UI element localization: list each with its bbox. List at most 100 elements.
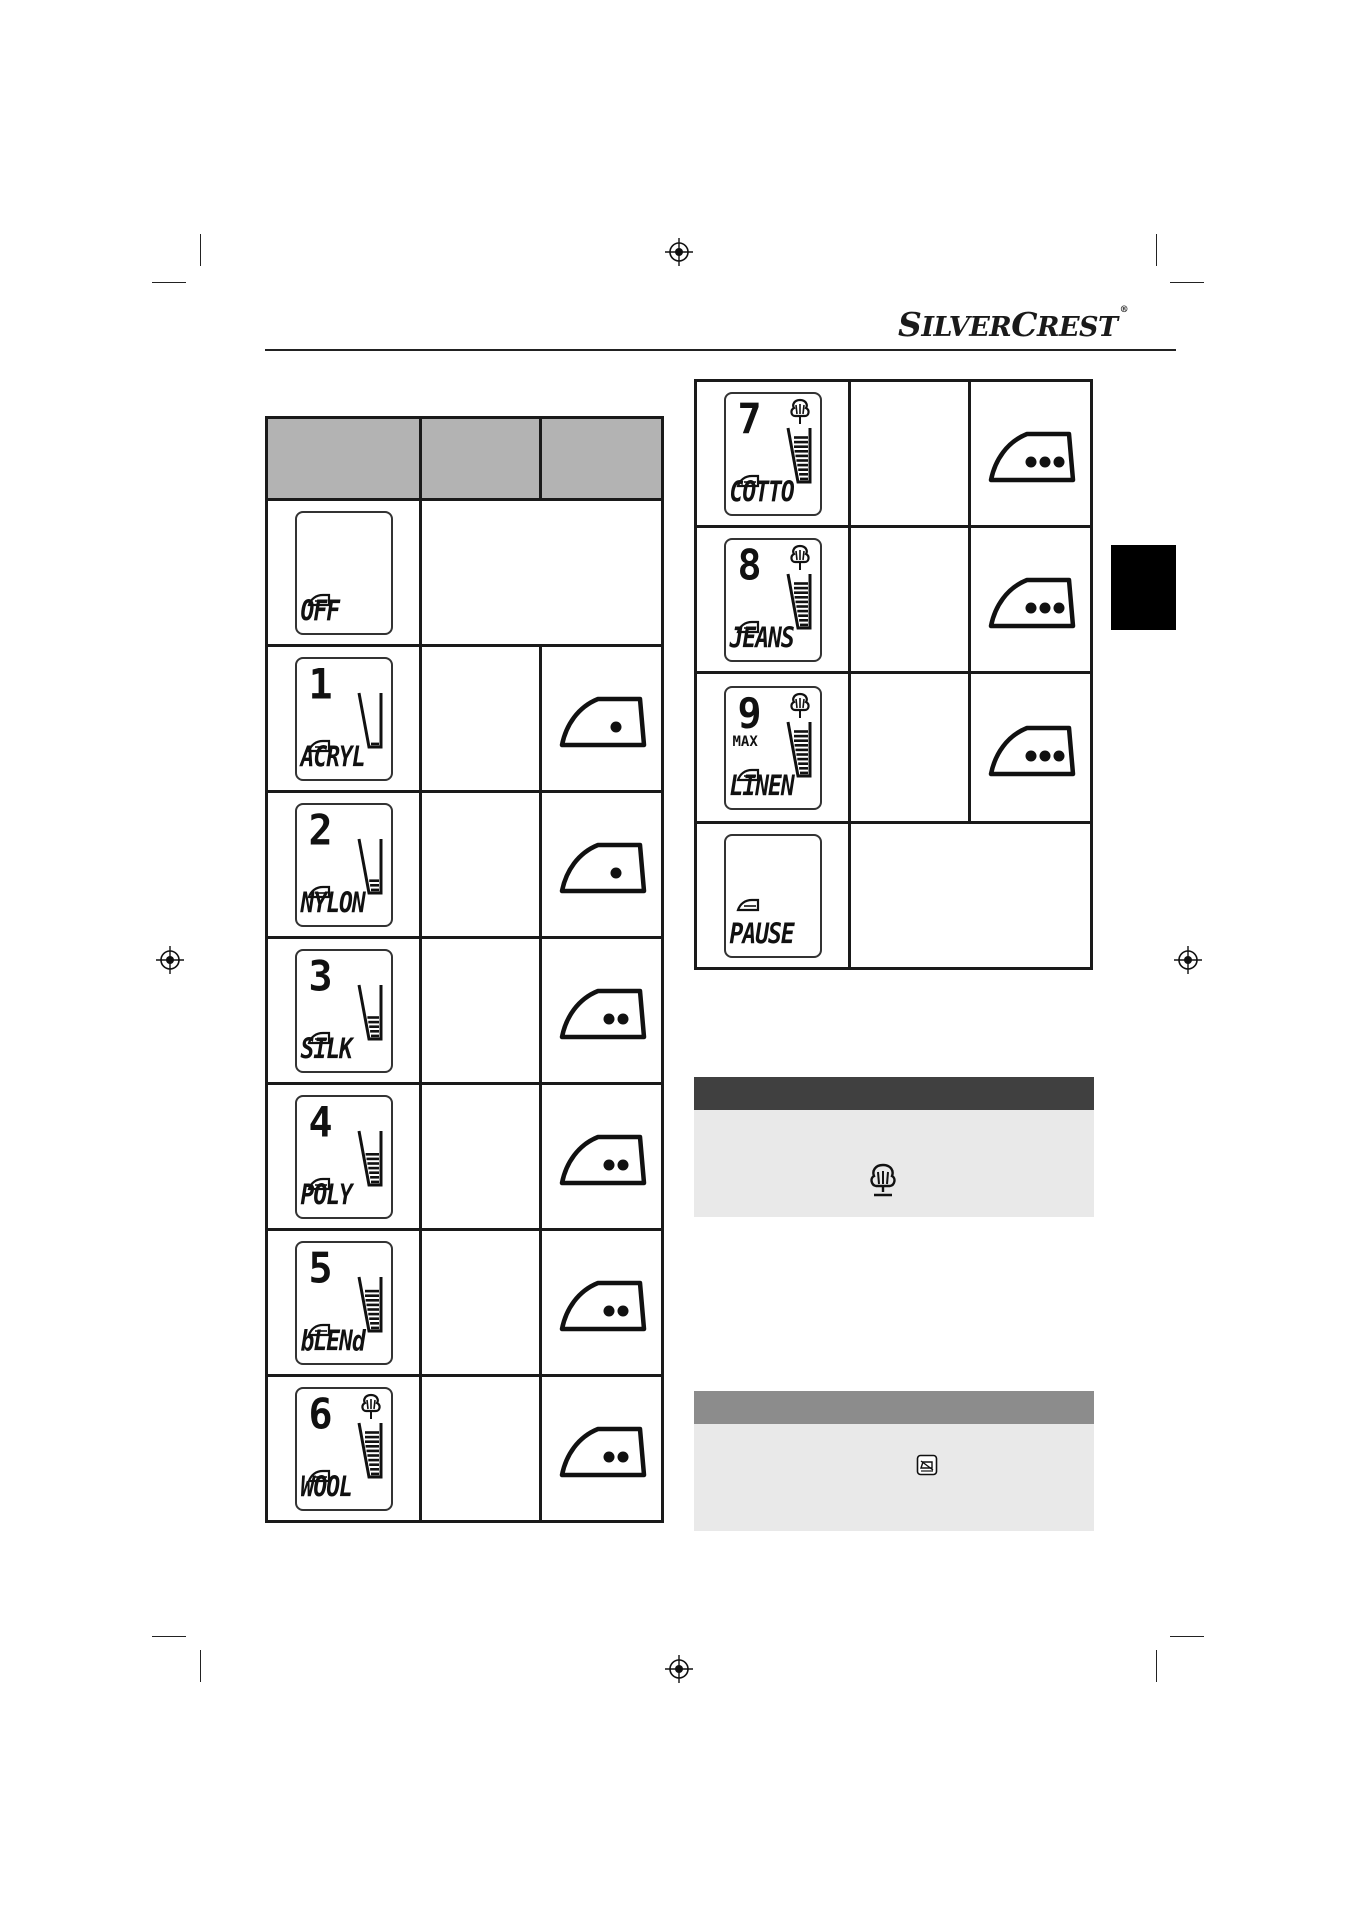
crop-mark xyxy=(1156,1650,1157,1682)
description-cell xyxy=(419,644,542,793)
lcd-setting-number: 8 xyxy=(737,541,762,590)
temperature-wedge-icon xyxy=(357,1276,382,1332)
description-cell xyxy=(419,790,542,939)
lcd-iron-icon xyxy=(306,1323,330,1336)
lcd-iron-icon xyxy=(306,593,330,606)
iron-temperature-icon xyxy=(559,988,646,1039)
registration-mark-icon xyxy=(665,238,693,266)
iron-symbol-cell xyxy=(539,936,664,1085)
temperature-wedge-icon xyxy=(357,984,382,1040)
lcd-fabric-label: COTTO xyxy=(729,475,795,509)
lcd-iron-icon xyxy=(735,620,759,633)
note-box xyxy=(694,1424,1094,1531)
temperature-wedge-icon xyxy=(786,721,811,777)
temperature-dot xyxy=(1025,750,1036,761)
lcd-setting-number: 2 xyxy=(308,806,333,855)
temperature-wedge-icon xyxy=(357,1422,382,1478)
steam-icon xyxy=(789,398,810,424)
lcd-fabric-label: ACRYL xyxy=(300,740,366,774)
iron-temperature-icon xyxy=(988,431,1075,482)
steam-icon xyxy=(870,1163,896,1197)
iron-temperature-icon xyxy=(559,1426,646,1477)
steam-icon xyxy=(360,1393,381,1419)
lcd-fabric-label: WOOL xyxy=(300,1470,353,1504)
lcd-iron-icon xyxy=(735,768,759,781)
note-box xyxy=(694,1110,1094,1217)
header-rule xyxy=(265,349,1176,351)
temperature-wedge-icon xyxy=(786,427,811,483)
display-cell: OFF xyxy=(265,498,422,647)
temperature-dot xyxy=(603,1159,614,1170)
lcd-setting-number: 9 xyxy=(737,689,762,738)
header-cell xyxy=(265,416,422,501)
note-header-bar xyxy=(694,1391,1094,1424)
temperature-wedge-icon xyxy=(357,692,382,748)
lcd-iron-icon xyxy=(306,1469,330,1482)
iron-symbol-cell xyxy=(539,644,664,793)
lcd-fabric-label: OFF xyxy=(300,594,341,628)
temperature-dot xyxy=(617,1305,628,1316)
description-cell xyxy=(848,525,971,674)
display-cell: PAUSE xyxy=(694,821,851,970)
temperature-dot xyxy=(1053,456,1064,467)
lcd-fabric-label: bLENd xyxy=(300,1324,366,1358)
lcd-iron-icon xyxy=(735,898,759,911)
temperature-dot xyxy=(617,1013,628,1024)
description-cell xyxy=(419,1228,542,1377)
lcd-setting-number: 3 xyxy=(308,952,333,1001)
lcd-display: OFF xyxy=(294,510,393,635)
iron-temperature-icon xyxy=(559,696,646,747)
temperature-dot xyxy=(1053,750,1064,761)
iron-symbol-cell xyxy=(968,525,1093,674)
lcd-fabric-label: POLY xyxy=(300,1178,353,1212)
crop-mark xyxy=(1170,1636,1204,1637)
description-cell xyxy=(419,1374,542,1523)
description-cell xyxy=(848,379,971,528)
lcd-setting-number: 6 xyxy=(308,1390,333,1439)
iron-symbol-cell xyxy=(968,379,1093,528)
crop-mark xyxy=(1156,234,1157,266)
iron-symbol-cell xyxy=(539,790,664,939)
steam-icon xyxy=(789,544,810,570)
temperature-wedge-icon xyxy=(357,1130,382,1186)
lcd-fabric-label: LINEN xyxy=(729,769,795,803)
temperature-wedge-icon xyxy=(357,838,382,894)
auto-off-icon xyxy=(916,1454,938,1476)
registration-mark-icon xyxy=(1174,946,1202,974)
header-cell xyxy=(419,416,542,501)
iron-temperature-icon xyxy=(988,725,1075,776)
table-row: PAUSE xyxy=(694,821,1093,970)
lcd-iron-icon xyxy=(735,474,759,487)
temperature-dot xyxy=(1039,602,1050,613)
iron-temperature-icon xyxy=(988,577,1075,628)
iron-temperature-icon xyxy=(559,1280,646,1331)
temperature-dot xyxy=(617,1159,628,1170)
temperature-dot xyxy=(603,1305,614,1316)
crop-mark xyxy=(1170,282,1204,283)
note-header-bar xyxy=(694,1077,1094,1110)
temperature-dot xyxy=(603,1013,614,1024)
table-header-row xyxy=(265,416,664,501)
crop-mark xyxy=(152,1636,186,1637)
